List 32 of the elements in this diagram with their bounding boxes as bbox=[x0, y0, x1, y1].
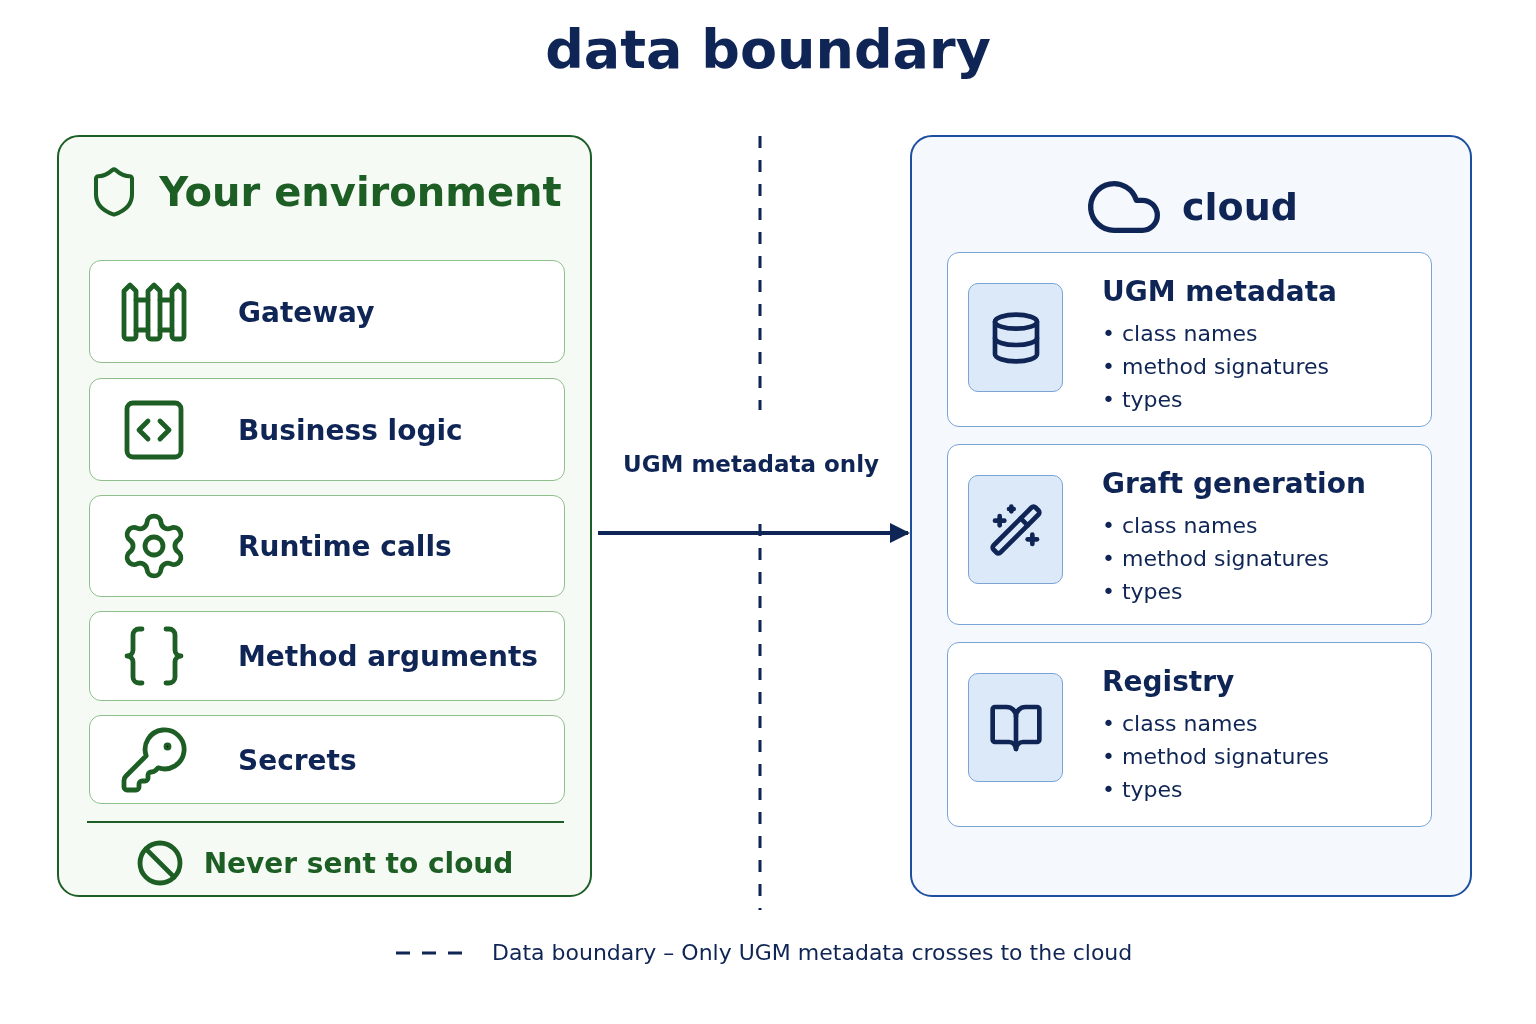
service-card bbox=[947, 444, 1432, 625]
card-title: Registry bbox=[1102, 665, 1235, 698]
item-label: Business logic bbox=[238, 413, 463, 446]
bullet-item: • types bbox=[1102, 776, 1183, 804]
item-card bbox=[89, 611, 565, 701]
item-card bbox=[89, 378, 565, 481]
bullet-item: • class names bbox=[1102, 320, 1258, 348]
panel-title: cloud bbox=[1182, 185, 1298, 229]
item-card bbox=[89, 260, 565, 363]
bullet-item: • types bbox=[1102, 578, 1183, 606]
environment-panel bbox=[57, 135, 592, 897]
title: data boundary bbox=[544, 18, 992, 81]
bullet-item: • method signatures bbox=[1102, 353, 1329, 381]
service-card bbox=[947, 642, 1432, 827]
bullet-item: • class names bbox=[1102, 710, 1258, 738]
card-title: UGM metadata bbox=[1102, 275, 1337, 308]
bullet-item: • class names bbox=[1102, 512, 1258, 540]
footer-note: Never sent to cloud bbox=[203, 846, 514, 880]
item-label: Runtime calls bbox=[238, 529, 452, 563]
item-label: Secrets bbox=[238, 743, 357, 776]
legend-text: Data boundary – Only UGM metadata crosses to the cloud bbox=[492, 940, 1133, 965]
item-card bbox=[89, 715, 565, 804]
bullet-item: • method signatures bbox=[1102, 743, 1329, 771]
bullet-item: • method signatures bbox=[1102, 545, 1329, 573]
panel-title: Your environment bbox=[159, 169, 562, 215]
item-card bbox=[89, 495, 565, 597]
card-title: Graft generation bbox=[1102, 467, 1366, 500]
item-label: Method arguments bbox=[238, 639, 539, 673]
item-label: Gateway bbox=[238, 295, 375, 328]
service-card bbox=[947, 252, 1432, 427]
cloud-panel bbox=[910, 135, 1472, 897]
bullet-item: • types bbox=[1102, 386, 1183, 414]
